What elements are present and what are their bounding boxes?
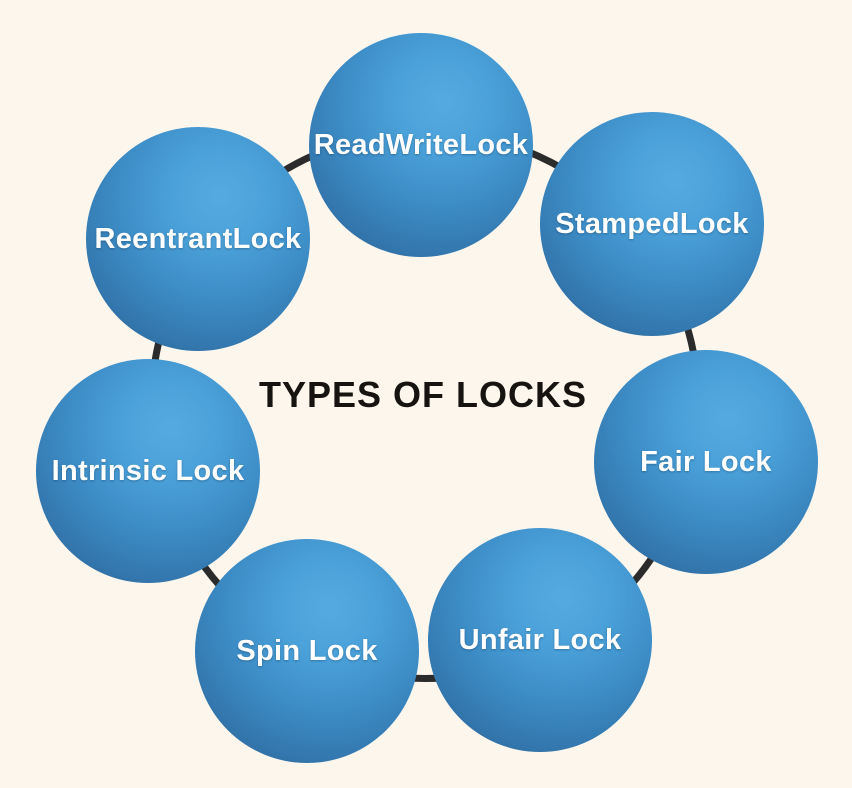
node-label-spin-lock: Spin Lock [236, 634, 378, 667]
node-label-reentrantlock: ReentrantLock [94, 222, 302, 255]
node-unfair-lock: Unfair Lock [428, 528, 652, 752]
node-reentrantlock: ReentrantLock [86, 127, 310, 351]
node-label-intrinsic-lock: Intrinsic Lock [51, 454, 245, 487]
diagram-title: TYPES OF LOCKS [258, 374, 588, 415]
node-label-unfair-lock: Unfair Lock [458, 623, 622, 656]
node-label-readwritelock: ReadWriteLock [313, 128, 529, 161]
node-spin-lock: Spin Lock [195, 539, 419, 763]
node-label-fair-lock: Fair Lock [640, 445, 772, 478]
node-label-stampedlock: StampedLock [555, 207, 749, 240]
node-fair-lock: Fair Lock [594, 350, 818, 574]
node-intrinsic-lock: Intrinsic Lock [36, 359, 260, 583]
node-stampedlock: StampedLock [540, 112, 764, 336]
node-readwritelock: ReadWriteLock [309, 33, 533, 257]
